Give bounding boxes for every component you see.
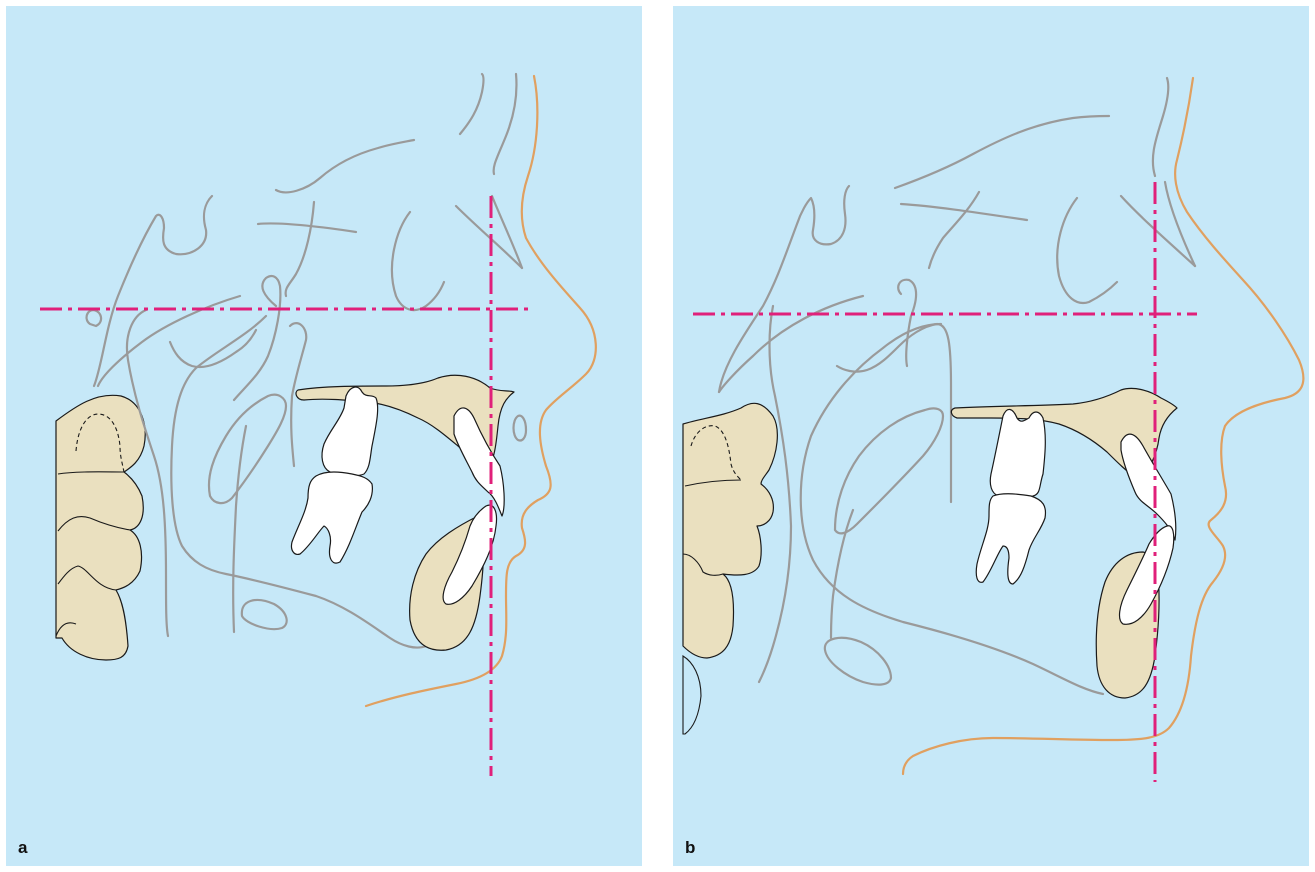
lower-molar <box>976 494 1045 584</box>
upper-molar <box>990 409 1045 498</box>
teeth <box>291 387 504 604</box>
cephalometric-tracing-b <box>673 6 1309 866</box>
panel-b: b <box>673 6 1309 866</box>
lower-molar <box>291 472 372 563</box>
panel-a: a <box>6 6 642 866</box>
cephalometric-tracing-a <box>6 6 642 866</box>
panel-label-b: b <box>685 838 695 858</box>
cervical-vertebrae <box>683 403 777 734</box>
upper-molar <box>322 387 378 476</box>
panel-label-a: a <box>18 838 27 858</box>
cervical-vertebrae <box>56 395 145 660</box>
